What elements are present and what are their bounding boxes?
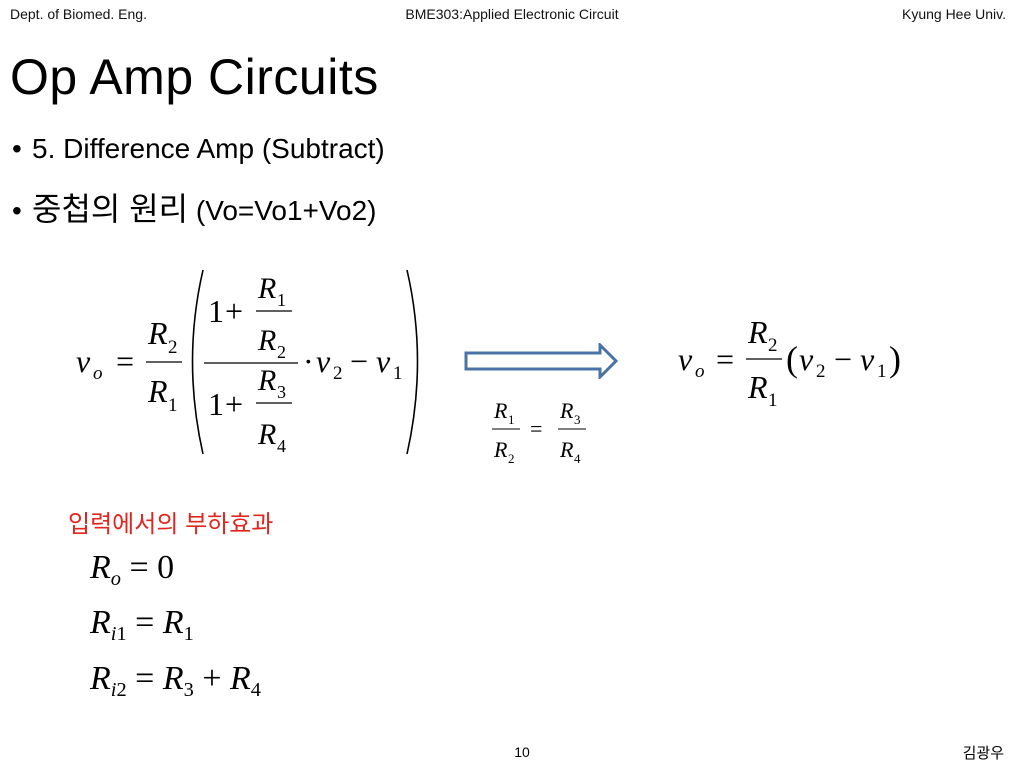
- svg-text:R: R: [559, 398, 574, 423]
- header-course: BME303:Applied Electronic Circuit: [405, 6, 619, 22]
- condition-equation: R 1 R 2 = R 3 R 4: [492, 398, 586, 466]
- svg-text:R: R: [747, 369, 768, 405]
- bullet-korean-text: 중첩의 원리: [32, 191, 189, 227]
- svg-text:(: (: [786, 339, 798, 379]
- svg-text:v: v: [860, 341, 875, 377]
- svg-text:v: v: [678, 341, 693, 377]
- svg-text:R: R: [747, 314, 768, 350]
- svg-text:3: 3: [277, 382, 286, 402]
- svg-text:2: 2: [168, 337, 178, 358]
- svg-text:R: R: [257, 272, 276, 305]
- input-resistance-1-equation: Ri1 = R1: [90, 604, 194, 646]
- svg-text:1: 1: [208, 386, 224, 422]
- svg-text:=: =: [716, 341, 734, 377]
- svg-text:R: R: [147, 315, 168, 351]
- svg-text:R: R: [147, 373, 168, 409]
- svg-text:=: =: [530, 416, 542, 441]
- bullet-dot: •: [12, 133, 22, 164]
- slide-title: Op Amp Circuits: [10, 49, 379, 105]
- svg-text:o: o: [93, 363, 103, 384]
- svg-text:R: R: [257, 364, 276, 397]
- svg-text:1: 1: [768, 390, 778, 411]
- svg-text:3: 3: [574, 412, 581, 427]
- svg-text:4: 4: [574, 451, 581, 466]
- svg-text:2: 2: [508, 451, 515, 466]
- svg-text:+: +: [225, 293, 243, 329]
- bullet-text: 5. Difference Amp (Subtract): [32, 133, 385, 164]
- result-equation: v o = R 2 R 1 ( v 2 − v 1 ): [678, 314, 901, 411]
- svg-text:4: 4: [277, 436, 286, 456]
- svg-text:−: −: [834, 341, 852, 377]
- svg-text:1: 1: [168, 395, 178, 416]
- input-resistance-2-equation: Ri2 = R3 + R4: [90, 660, 261, 702]
- svg-text:+: +: [225, 386, 243, 422]
- svg-text:R: R: [493, 398, 508, 423]
- bullet-superposition: • 중첩의 원리 (Vo=Vo1+Vo2): [12, 184, 376, 230]
- svg-text:2: 2: [333, 363, 343, 384]
- output-resistance-equation: Ro = 0: [90, 549, 175, 591]
- svg-text:R: R: [493, 437, 508, 462]
- svg-text:1: 1: [277, 290, 286, 310]
- bullet-text: (Vo=Vo1+Vo2): [188, 195, 377, 226]
- svg-text:−: −: [350, 343, 368, 379]
- svg-text:v: v: [316, 343, 331, 379]
- svg-text:R: R: [559, 437, 574, 462]
- svg-text:): ): [889, 339, 901, 379]
- header-department: Dept. of Biomed. Eng.: [10, 6, 147, 22]
- svg-text:v: v: [799, 341, 814, 377]
- svg-text:v: v: [76, 343, 91, 379]
- main-equation: v o = R 2 R 1 1 + R 1 R 2 1 + R 3 R 4 · …: [76, 269, 419, 456]
- header-university: Kyung Hee Univ.: [901, 6, 1006, 22]
- svg-text:·: ·: [303, 343, 314, 379]
- svg-text:2: 2: [816, 361, 826, 382]
- svg-text:1: 1: [877, 361, 887, 382]
- page-number: 10: [514, 744, 530, 760]
- bullet-dot: •: [12, 195, 22, 226]
- author-name: 김광우: [962, 745, 1004, 762]
- svg-text:=: =: [116, 343, 134, 379]
- svg-text:1: 1: [508, 412, 515, 427]
- svg-text:2: 2: [768, 335, 778, 356]
- bullet-difference-amp: • 5. Difference Amp (Subtract): [12, 133, 385, 165]
- svg-text:2: 2: [277, 342, 286, 362]
- svg-text:R: R: [257, 324, 276, 357]
- load-effect-label: 입력에서의 부하효과: [68, 511, 274, 538]
- svg-text:1: 1: [393, 363, 403, 384]
- svg-text:v: v: [376, 343, 391, 379]
- implies-arrow-icon: [464, 343, 619, 379]
- svg-text:R: R: [257, 418, 276, 451]
- svg-text:1: 1: [208, 293, 224, 329]
- svg-text:o: o: [695, 361, 705, 382]
